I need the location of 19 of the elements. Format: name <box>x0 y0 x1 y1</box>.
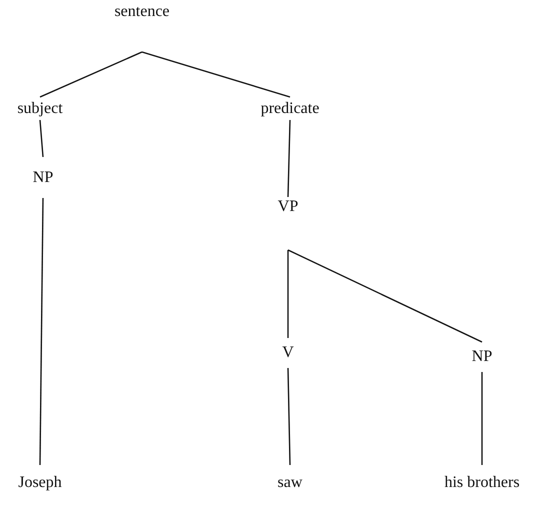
tree-branch-line <box>481 372 483 465</box>
tree-branch-line <box>288 249 482 343</box>
node-label: sentence <box>114 2 170 22</box>
node-label: subject <box>17 98 63 118</box>
node-label: VP <box>278 197 298 216</box>
node-label: V <box>282 343 294 363</box>
tree-branch-line <box>142 51 290 98</box>
node-label: NP <box>32 168 54 188</box>
tree-branch-line <box>287 368 291 466</box>
node-label: predicate <box>260 98 320 118</box>
node-label: his brothers <box>444 472 520 492</box>
tree-branch-line <box>287 250 289 338</box>
tree-branch-line <box>39 120 44 158</box>
tree-branch-line <box>287 120 291 198</box>
tree-branch-line <box>40 51 142 98</box>
node-label: NP <box>472 347 492 367</box>
tree-branch-line <box>39 198 44 465</box>
node-label: saw <box>278 472 302 492</box>
node-label: Joseph <box>18 472 62 492</box>
